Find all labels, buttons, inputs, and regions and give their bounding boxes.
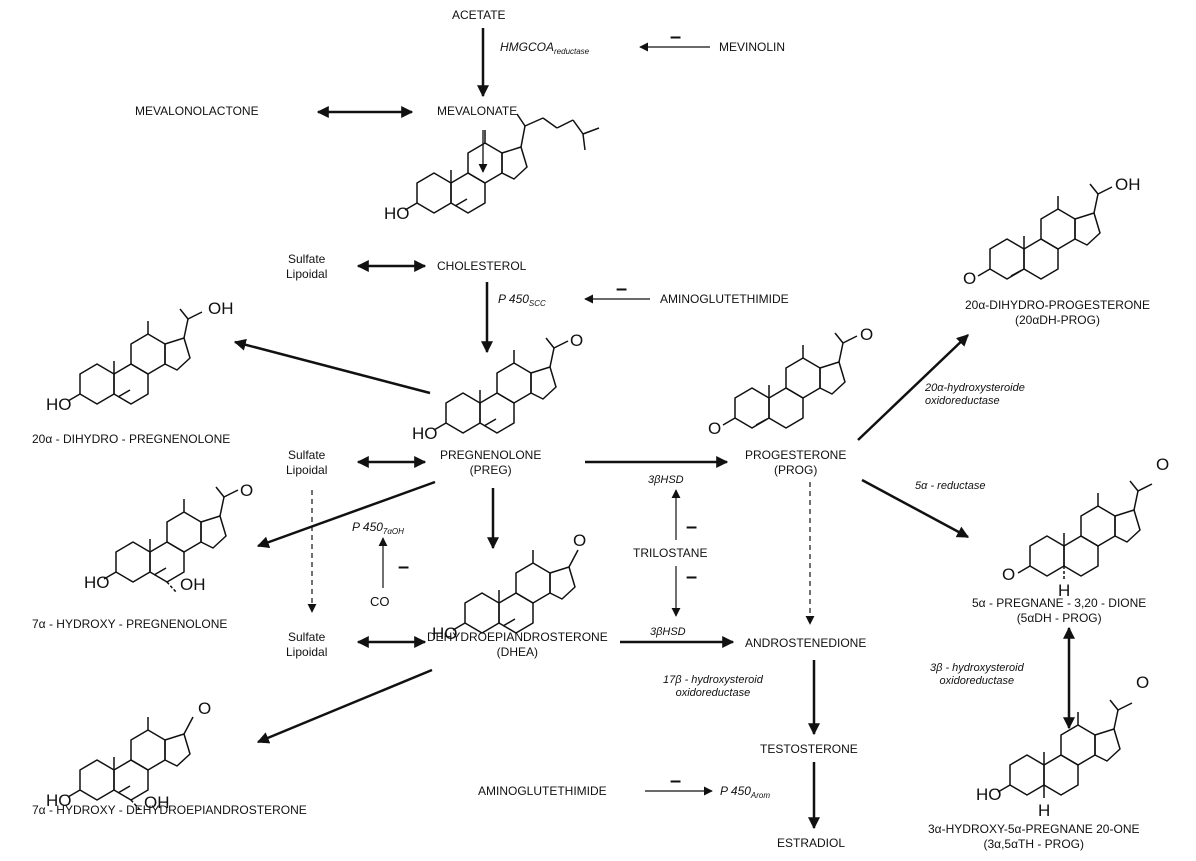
arrow-preg-dihydropreg	[233, 338, 431, 395]
compound-aminoglutethimide-1: AMINOGLUTETHIMIDE	[660, 292, 789, 306]
compound-trilostane: TRILOSTANE	[633, 546, 708, 560]
arrow-prog-dihydroprog	[857, 334, 969, 441]
atom-oh-dihydropreg: OH	[208, 299, 234, 318]
atom-ho-dhea: HO	[432, 624, 458, 643]
compound-sulfate-lipoidal-3: Sulfate Lipoidal	[286, 630, 328, 659]
atom-oh-hydroxypreg-7: OH	[180, 575, 206, 594]
compound-pregnenolone: PREGNENOLONE (PREG)	[440, 448, 542, 477]
cholesterol-structure	[404, 113, 600, 214]
atom-ho-pregnenolone: HO	[412, 424, 438, 443]
inhibit-mark-mevinolin: –	[670, 26, 682, 48]
dhea-structure	[452, 549, 579, 634]
enzyme-17b-hsd: 17β - hydroxysteroid oxidoreductase	[663, 674, 763, 699]
progesterone-structure	[722, 332, 858, 429]
enzyme-5a-reductase: 5α - reductase	[915, 480, 986, 492]
compound-dihydro-progesterone: 20α-DIHYDRO-PROGESTERONE (20αDH-PROG)	[965, 298, 1150, 327]
compound-progesterone: PROGESTERONE (PROG)	[745, 448, 847, 477]
arrow-prog-pregnanedione	[861, 478, 970, 539]
enzyme-3bhsd-1: 3βHSD	[648, 474, 684, 486]
compound-mevalonate: MEVALONATE	[437, 104, 518, 118]
inhibit-mark-trilostane-up: –	[686, 516, 698, 538]
compound-hydroxy-pregnenolone: 7α - HYDROXY - PREGNENOLONE	[32, 617, 228, 631]
arrow-dhea-hydroxydhea	[256, 668, 433, 744]
compound-testosterone: TESTOSTERONE	[760, 742, 858, 756]
atom-ho-dihydropreg: HO	[46, 395, 72, 414]
enzyme-p450arom: P 450Arom	[720, 784, 771, 800]
compound-hydroxy-pregnane: 3α-HYDROXY-5α-PREGNANE 20-ONE (3α,5αTH -…	[928, 822, 1140, 851]
enzyme-p450-7a: P 4507αOH	[352, 520, 404, 536]
dihydro-pregnenolone-structure	[67, 308, 203, 405]
atom-o-dihydroprog-3: O	[963, 269, 977, 288]
atom-ho-cholesterol: HO	[384, 204, 410, 223]
compound-mevinolin: MEVINOLIN	[719, 40, 786, 54]
enzyme-3bhsd-2: 3βHSD	[650, 626, 686, 638]
dihydro-progesterone-structure	[977, 183, 1113, 280]
enzyme-3b-hsd-ox: 3β - hydroxysteroid oxidoreductase	[930, 662, 1024, 687]
inhibit-mark-scc: –	[616, 278, 628, 300]
atom-o-pregnanedione-20: O	[1156, 455, 1170, 474]
atom-o-pregnenolone: O	[570, 331, 584, 350]
compound-hydroxy-dhea: 7α - HYDROXY - DEHYDROEPIANDROSTERONE	[32, 803, 307, 817]
compound-pregnanedione: 5α - PREGNANE - 3,20 - DIONE (5αDH - PRO…	[972, 596, 1147, 625]
compound-mevalonolactone: MEVALONOLACTONE	[135, 104, 259, 118]
enzyme-p450scc: P 450SCC	[498, 292, 546, 308]
compound-androstenedione: ANDROSTENEDIONE	[745, 636, 867, 650]
inhibit-mark-arom: –	[670, 770, 682, 792]
inhibit-mark-trilostane-down: –	[686, 566, 698, 588]
atom-ho-hydroxypreg: HO	[84, 573, 110, 592]
atom-o-progesterone-20: O	[860, 325, 874, 344]
atom-h-hydroxypregnane: H	[1038, 801, 1051, 820]
atom-o-dhea: O	[573, 531, 587, 550]
compound-acetate: ACETATE	[452, 8, 506, 22]
enzyme-hmgcoa: HMGCOAreductase	[500, 40, 590, 56]
compound-dihydro-pregnenolone: 20α - DIHYDRO - PREGNENOLONE	[32, 432, 231, 446]
atom-o-hydroxypreg-20: O	[240, 481, 254, 500]
atom-o-pregnanedione-3: O	[1002, 565, 1016, 584]
compound-aminoglutethimide-2: AMINOGLUTETHIMIDE	[478, 784, 607, 798]
hydroxy-pregnenolone-structure	[103, 486, 239, 593]
compound-cholesterol: CHOLESTEROL	[437, 259, 527, 273]
arrow-preg-hydroxypreg	[256, 480, 436, 548]
pregnanedione-structure	[1017, 480, 1153, 579]
atom-ho-hydroxydhea: HO	[46, 791, 72, 810]
atom-o-hydroxypregnane-20: O	[1136, 673, 1150, 692]
atom-o-progesterone-3: O	[708, 419, 722, 438]
enzyme-20a-hsd: 20α-hydroxysteroide oxidoreductase	[925, 382, 1025, 407]
atom-ho-hydroxypregnane: HO	[976, 785, 1002, 804]
atom-h-pregnanedione: H	[1058, 581, 1071, 600]
hydroxy-pregnane-structure	[997, 699, 1133, 798]
compound-sulfate-lipoidal-1: Sulfate Lipoidal	[286, 252, 328, 281]
atom-oh-hydroxydhea-7: OH	[144, 793, 170, 812]
inhibit-mark-co: –	[398, 556, 410, 578]
pregnenolone-structure	[433, 337, 569, 434]
compound-estradiol: ESTRADIOL	[777, 836, 846, 850]
compound-dhea: DEHYDROEPIANDROSTERONE (DHEA)	[427, 630, 608, 659]
hydroxy-dhea-structure	[67, 716, 194, 811]
atom-oh-dihydroprog: OH	[1115, 175, 1141, 194]
compound-co: CO	[370, 594, 390, 609]
compound-sulfate-lipoidal-2: Sulfate Lipoidal	[286, 448, 328, 477]
atom-o-hydroxydhea-17: O	[198, 699, 212, 718]
